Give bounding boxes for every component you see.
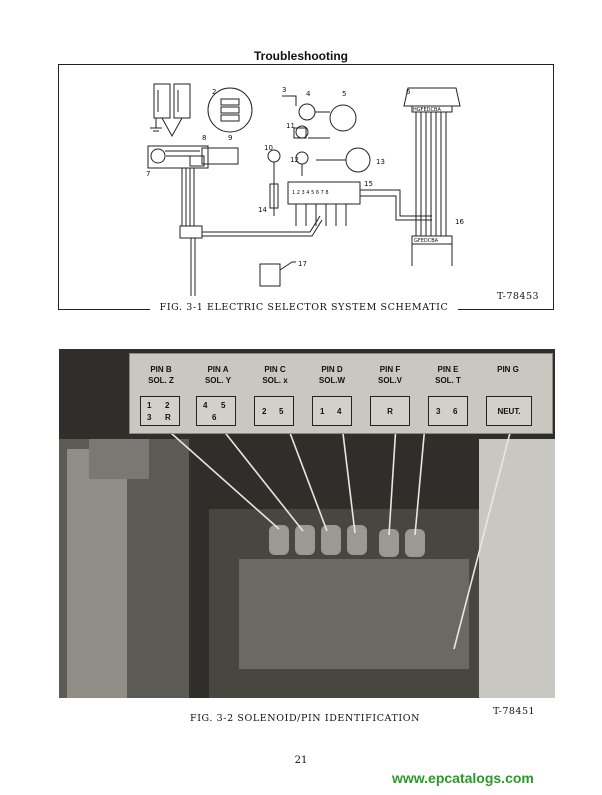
svg-text:1 2 3 4 5 6 7 8: 1 2 3 4 5 6 7 8 xyxy=(292,190,329,196)
box-value: R xyxy=(165,413,171,422)
sol-label: SOL. T xyxy=(435,376,461,385)
solenoid-13 xyxy=(345,147,371,173)
svg-text:16: 16 xyxy=(455,218,464,226)
box-value: 5 xyxy=(221,401,226,410)
box-value: 5 xyxy=(279,407,284,416)
pin-c-column: PIN C SOL. x xyxy=(249,364,301,386)
svg-text:13: 13 xyxy=(376,158,385,166)
callout: 2 xyxy=(212,88,216,96)
gauge-2 xyxy=(207,87,253,133)
sol-label: SOL. Z xyxy=(148,376,174,385)
sol-label: SOL. Y xyxy=(204,376,232,385)
switch-7 xyxy=(150,148,166,164)
svg-text:GFEDCBA: GFEDCBA xyxy=(414,238,439,244)
svg-text:6: 6 xyxy=(406,88,411,96)
watermark: www.epcatalogs.com xyxy=(392,770,534,786)
pin-f-box: R xyxy=(370,396,410,426)
pin-g-box: NEUT. xyxy=(486,396,532,426)
connector-plug-6 xyxy=(403,87,461,107)
pin-e-box: 3 6 xyxy=(428,396,468,426)
box-value: 2 xyxy=(165,401,170,410)
pin-e-column: PIN E SOL. T xyxy=(422,364,474,386)
box-value: 3 xyxy=(436,407,441,416)
pin-a-box: 4 5 6 xyxy=(196,396,236,426)
figure-2-caption: FIG. 3-2 SOLENOID/PIN IDENTIFICATION xyxy=(190,713,421,724)
solenoid-photo: PIN B SOL. Z 1 2 3 R PIN A SOL. Y 4 5 6 … xyxy=(59,349,555,698)
box-value: R xyxy=(387,407,393,416)
page-number: 21 xyxy=(294,755,308,766)
svg-text:HGFEDCBA: HGFEDCBA xyxy=(413,107,441,113)
svg-text:17: 17 xyxy=(298,260,307,268)
valve-body xyxy=(239,559,469,669)
svg-text:12: 12 xyxy=(290,156,299,164)
box-value: 6 xyxy=(453,407,458,416)
pin-label: PIN D xyxy=(321,365,343,374)
pin-a-column: PIN A SOL. Y xyxy=(192,364,244,386)
svg-text:7: 7 xyxy=(146,170,150,178)
svg-text:15: 15 xyxy=(364,180,373,188)
box-value: 4 xyxy=(337,407,342,416)
valve-11 xyxy=(295,125,309,139)
svg-text:11: 11 xyxy=(286,122,295,130)
filter-canister xyxy=(67,449,127,698)
battery-left xyxy=(153,83,171,119)
pin-label: PIN B xyxy=(150,365,172,374)
pin-g-column: PIN G xyxy=(482,364,534,375)
pressure-switch-5 xyxy=(329,104,357,132)
page-title: Troubleshooting xyxy=(254,49,348,63)
schematic-drawing: 2 3 4 5 6 7 8 9 10 11 12 13 14 15 16 17 HGFEDCBA G… xyxy=(146,83,464,296)
pin-d-column: PIN D SOL.W xyxy=(306,364,358,386)
pin-c-box: 2 5 xyxy=(254,396,294,426)
pin-d-box: 1 4 xyxy=(312,396,352,426)
pin-label: PIN F xyxy=(379,365,401,374)
pin-f-column: PIN F SOL.V xyxy=(364,364,416,386)
box-value: 6 xyxy=(212,413,217,422)
box-value: 3 xyxy=(147,413,152,422)
pin-label: PIN C xyxy=(264,365,286,374)
box-value: 2 xyxy=(262,407,267,416)
box-value: 4 xyxy=(203,401,208,410)
solenoid-row xyxy=(269,525,425,557)
connector-17 xyxy=(259,263,281,287)
pin-label: PIN G xyxy=(497,365,519,374)
svg-text:8: 8 xyxy=(202,134,206,142)
svg-text:4: 4 xyxy=(306,90,311,98)
svg-text:9: 9 xyxy=(228,134,232,142)
pin-b-box: 1 2 3 R xyxy=(140,396,180,426)
relay-9 xyxy=(201,147,239,165)
box-value: 1 xyxy=(320,407,325,416)
svg-text:14: 14 xyxy=(258,206,267,214)
leader-lines xyxy=(161,424,513,650)
battery-right xyxy=(173,83,191,119)
terminal-block-15 xyxy=(287,181,361,205)
switch-14 xyxy=(269,183,279,209)
sol-label: SOL.V xyxy=(377,376,402,385)
figure-1-code: T-78453 xyxy=(497,291,540,302)
sol-label: SOL.W xyxy=(318,376,346,385)
figure-2-code: T-78451 xyxy=(493,706,536,717)
box-value: NEUT. xyxy=(497,407,521,416)
pin-label: PIN E xyxy=(437,365,459,374)
figure-1-caption: FIG. 3-1 ELECTRIC SELECTOR SYSTEM SCHEMA… xyxy=(150,302,458,313)
pin-b-column: PIN B SOL. Z xyxy=(135,364,187,386)
box-value: 1 xyxy=(147,401,152,410)
pin-label: PIN A xyxy=(207,365,229,374)
valve-4 xyxy=(298,103,316,121)
svg-text:10: 10 xyxy=(264,144,273,152)
sol-label: SOL. x xyxy=(262,376,288,385)
svg-text:5: 5 xyxy=(342,90,346,98)
svg-text:3: 3 xyxy=(282,86,286,94)
pin-identification-panel: PIN B SOL. Z 1 2 3 R PIN A SOL. Y 4 5 6 … xyxy=(129,353,553,434)
